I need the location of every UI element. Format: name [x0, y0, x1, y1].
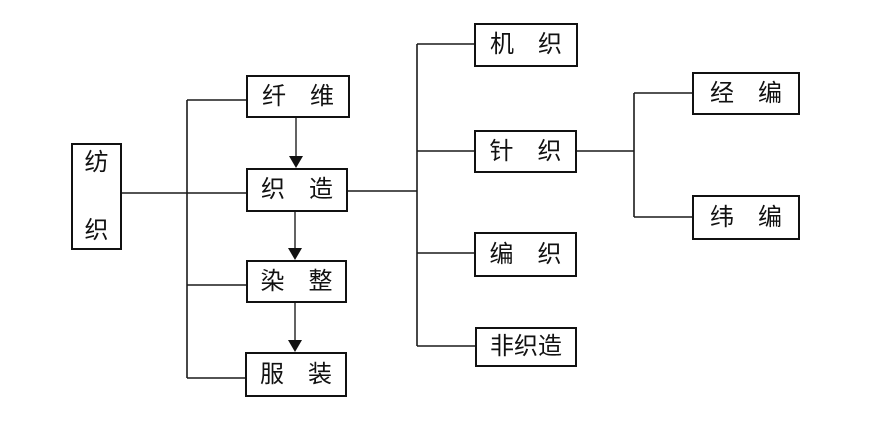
node-warp-knitting-label: 经 编	[710, 80, 782, 107]
node-textile-char-1: 纺	[84, 149, 109, 176]
node-textile-root: 纺 织	[71, 143, 122, 250]
arrow-weaving-to-dyeing	[288, 212, 302, 260]
node-weaving: 织 造	[246, 168, 348, 212]
node-dyeing-finishing: 染 整	[246, 260, 347, 303]
node-nonwoven-label: 非织造	[490, 334, 562, 360]
node-garment-label: 服 装	[260, 361, 332, 388]
node-weft-knitting: 纬 编	[692, 195, 800, 240]
node-knitting-label: 针 织	[489, 138, 562, 165]
node-textile-char-2: 织	[84, 217, 109, 244]
node-machine-weaving: 机 织	[474, 23, 578, 67]
node-dyeing-finishing-label: 染 整	[260, 268, 333, 295]
arrow-fiber-to-weaving	[289, 118, 303, 168]
node-garment: 服 装	[245, 352, 347, 397]
node-knitting: 针 织	[474, 130, 577, 173]
node-machine-weaving-label: 机 织	[490, 32, 562, 58]
node-fiber-label: 纤 维	[262, 83, 334, 110]
node-braiding-label: 编 织	[489, 241, 562, 268]
node-fiber: 纤 维	[246, 75, 350, 118]
node-weft-knitting-label: 纬 编	[710, 204, 782, 231]
node-braiding: 编 织	[474, 232, 577, 277]
node-nonwoven: 非织造	[475, 327, 577, 367]
node-warp-knitting: 经 编	[692, 72, 800, 115]
node-weaving-label: 织 造	[261, 177, 333, 203]
arrow-dyeing-to-garment	[288, 303, 302, 352]
